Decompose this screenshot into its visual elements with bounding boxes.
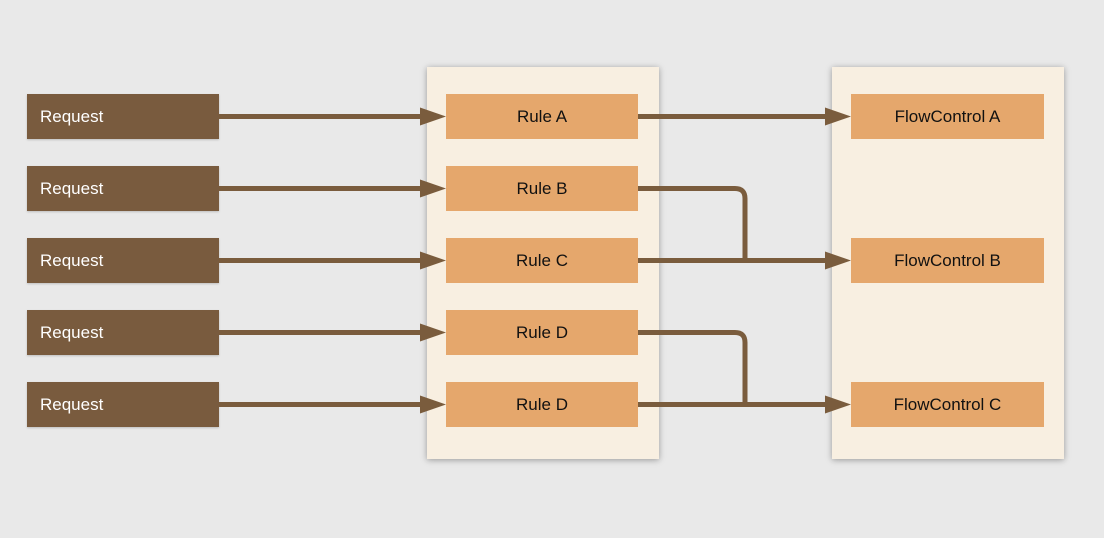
request-label: Request bbox=[40, 178, 104, 198]
flow-label: FlowControl C bbox=[893, 394, 1002, 414]
rule-node-2: Rule C bbox=[446, 238, 638, 283]
rule-label: Rule D bbox=[516, 322, 568, 342]
request-label: Request bbox=[40, 250, 104, 270]
request-node-3: Request bbox=[27, 310, 219, 355]
request-label: Request bbox=[40, 322, 104, 342]
request-node-4: Request bbox=[27, 382, 219, 427]
request-node-1: Request bbox=[27, 166, 219, 211]
request-label: Request bbox=[40, 106, 104, 126]
rule-node-1: Rule B bbox=[446, 166, 638, 211]
rule-node-3: Rule D bbox=[446, 310, 638, 355]
flow-label: FlowControl B bbox=[894, 250, 1001, 270]
rule-node-4: Rule D bbox=[446, 382, 638, 427]
rule-label: Rule A bbox=[516, 106, 568, 126]
flow-node-1: FlowControl B bbox=[851, 238, 1044, 283]
request-node-2: Request bbox=[27, 238, 219, 283]
flow-label: FlowControl A bbox=[894, 106, 1001, 126]
rule-label: Rule C bbox=[516, 250, 568, 270]
rule-node-0: Rule A bbox=[446, 94, 638, 139]
flow-node-0: FlowControl A bbox=[851, 94, 1044, 139]
flow-node-2: FlowControl C bbox=[851, 382, 1044, 427]
request-label: Request bbox=[40, 394, 104, 414]
rule-label: Rule B bbox=[516, 178, 568, 198]
rule-label: Rule D bbox=[516, 394, 568, 414]
request-node-0: Request bbox=[27, 94, 219, 139]
